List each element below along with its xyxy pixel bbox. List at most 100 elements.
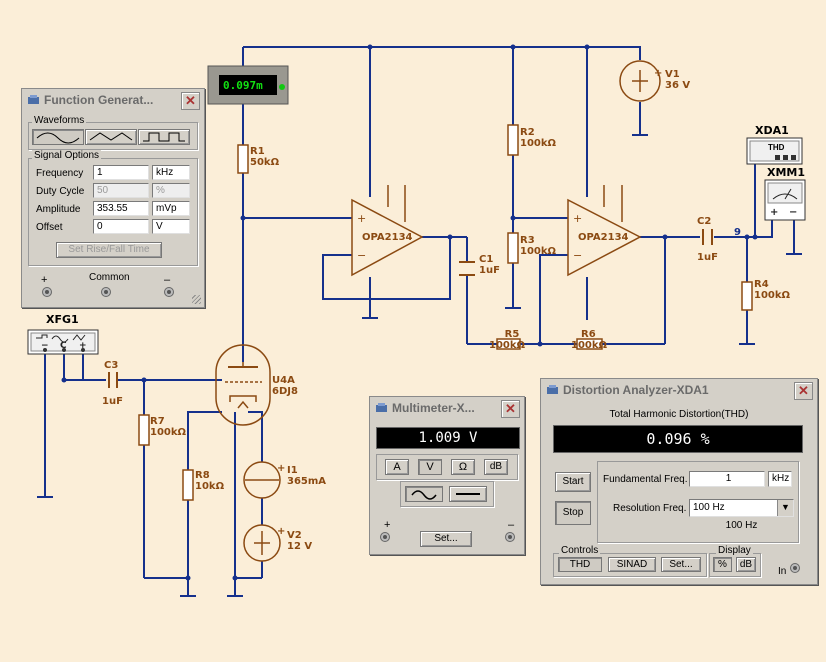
display-label: Display <box>716 545 753 556</box>
ac-mode-button[interactable] <box>405 486 443 502</box>
xfg1-icon[interactable] <box>27 329 99 355</box>
set-rise-fall-time-button[interactable]: Set Rise/Fall Time <box>56 242 162 258</box>
decibel-mode-button[interactable]: dB <box>484 459 508 475</box>
multimeter-title: Multimeter-X... <box>392 401 475 415</box>
ammeter-mode-button[interactable]: A <box>385 459 409 475</box>
thd-button[interactable]: THD <box>558 557 602 572</box>
duty-cycle-label: Duty Cycle <box>36 186 85 197</box>
resize-grip[interactable] <box>192 295 201 304</box>
svg-text:C: C <box>60 341 67 351</box>
xda1-icon-label: THD <box>768 143 785 152</box>
common-terminal-label: Common <box>89 272 130 283</box>
multimeter-minus-terminal[interactable] <box>505 532 515 542</box>
xda1-icon[interactable] <box>746 137 803 165</box>
svg-text:+: + <box>79 341 87 351</box>
frequency-input[interactable]: 1 <box>93 165 149 180</box>
fundamental-freq-unit[interactable]: kHz <box>768 471 792 487</box>
amplitude-unit[interactable]: mVp <box>152 201 190 216</box>
fundamental-freq-label: Fundamental Freq. <box>603 474 688 485</box>
percent-button[interactable]: % <box>713 557 732 572</box>
frequency-label: Frequency <box>36 168 84 179</box>
svg-text:−: − <box>789 207 797 218</box>
c3-value: 1uF <box>102 396 123 407</box>
offset-unit[interactable]: V <box>152 219 190 234</box>
close-button[interactable]: ✕ <box>501 400 520 418</box>
xmm1-icon[interactable] <box>764 179 806 221</box>
close-button[interactable]: ✕ <box>794 382 813 400</box>
svg-text:−: − <box>573 249 582 262</box>
dc-line-icon <box>456 493 480 495</box>
distortion-analyzer-window[interactable]: Distortion Analyzer-XDA1 ✕ Total Harmoni… <box>540 378 818 585</box>
svg-text:+: + <box>277 463 285 474</box>
controls-group <box>553 553 707 577</box>
close-icon: ✕ <box>505 401 516 416</box>
square-wave-button[interactable] <box>138 129 190 145</box>
db-button[interactable]: dB <box>736 557 756 572</box>
resolution-freq-select[interactable]: 100 Hz ▼ <box>689 499 794 517</box>
mode-group <box>376 454 518 480</box>
stop-button[interactable]: Stop <box>555 501 591 525</box>
multimeter-titlebar[interactable]: Multimeter-X... ✕ <box>370 397 524 419</box>
start-button[interactable]: Start <box>555 472 591 492</box>
analyzer-set-button[interactable]: Set... <box>661 557 701 572</box>
offset-input[interactable]: 0 <box>93 219 149 234</box>
ground-marks: +++ <box>277 68 662 537</box>
multimeter-display: 1.009 V <box>376 427 520 449</box>
amplitude-input[interactable]: 353.55 <box>93 201 149 216</box>
voltage-probe[interactable] <box>207 65 289 105</box>
svg-text:−: − <box>357 249 366 262</box>
c3-label: C3 <box>104 360 119 371</box>
voltmeter-mode-button[interactable]: V <box>418 459 442 475</box>
common-terminal[interactable] <box>101 287 111 297</box>
signal-options-group <box>28 158 198 266</box>
dc-mode-button[interactable] <box>449 486 487 502</box>
fundamental-freq-input[interactable]: 1 <box>689 471 765 487</box>
signal-type-group <box>400 481 494 507</box>
multimeter-minus-label: – <box>508 519 515 531</box>
input-terminal[interactable] <box>790 563 800 573</box>
frequency-group <box>597 461 799 543</box>
opamp-signs: +− +− <box>357 212 582 262</box>
svg-text:+: + <box>573 212 582 225</box>
xda1-tag: XDA1 <box>755 124 789 137</box>
plus-terminal[interactable] <box>42 287 52 297</box>
ac-wave-icon <box>411 490 437 500</box>
svg-text:+: + <box>770 207 778 218</box>
duty-cycle-unit[interactable]: % <box>152 183 190 198</box>
duty-cycle-input[interactable]: 50 <box>93 183 149 198</box>
multimeter-window[interactable]: Multimeter-X... ✕ 1.009 V A V Ω dB Set..… <box>369 396 525 555</box>
chevron-down-icon[interactable]: ▼ <box>777 500 793 516</box>
square-wave-icon <box>143 132 185 142</box>
distortion-analyzer-titlebar[interactable]: Distortion Analyzer-XDA1 ✕ <box>541 379 817 401</box>
function-generator-titlebar[interactable]: Function Generat... ✕ <box>22 89 204 111</box>
ohmmeter-mode-button[interactable]: Ω <box>451 459 475 475</box>
waveforms-label: Waveforms <box>32 115 87 126</box>
function-generator-window[interactable]: Function Generat... ✕ Waveforms Signal O… <box>21 88 205 308</box>
capacitor-symbols <box>108 229 713 388</box>
xfg1-terminal-signs: −C+ <box>41 341 87 351</box>
sinad-button[interactable]: SINAD <box>608 557 656 572</box>
frequency-unit[interactable]: kHz <box>152 165 190 180</box>
xmm1-tag: XMM1 <box>767 166 806 179</box>
junction-dots <box>61 44 758 581</box>
op2-label: OPA2134 <box>578 232 629 243</box>
node-9-label: 9 <box>734 227 741 238</box>
instrument-icon <box>28 95 39 104</box>
xmm1-terminal-signs: +− <box>770 207 797 218</box>
amplitude-label: Amplitude <box>36 204 81 215</box>
close-button[interactable]: ✕ <box>181 92 200 110</box>
plus-terminal-label: + <box>41 274 48 286</box>
sine-wave-button[interactable] <box>32 129 84 145</box>
multimeter-plus-terminal[interactable] <box>380 532 390 542</box>
triangle-wave-button[interactable] <box>85 129 137 145</box>
sine-wave-icon <box>36 132 80 144</box>
multimeter-set-button[interactable]: Set... <box>420 531 472 547</box>
minus-terminal[interactable] <box>164 287 174 297</box>
